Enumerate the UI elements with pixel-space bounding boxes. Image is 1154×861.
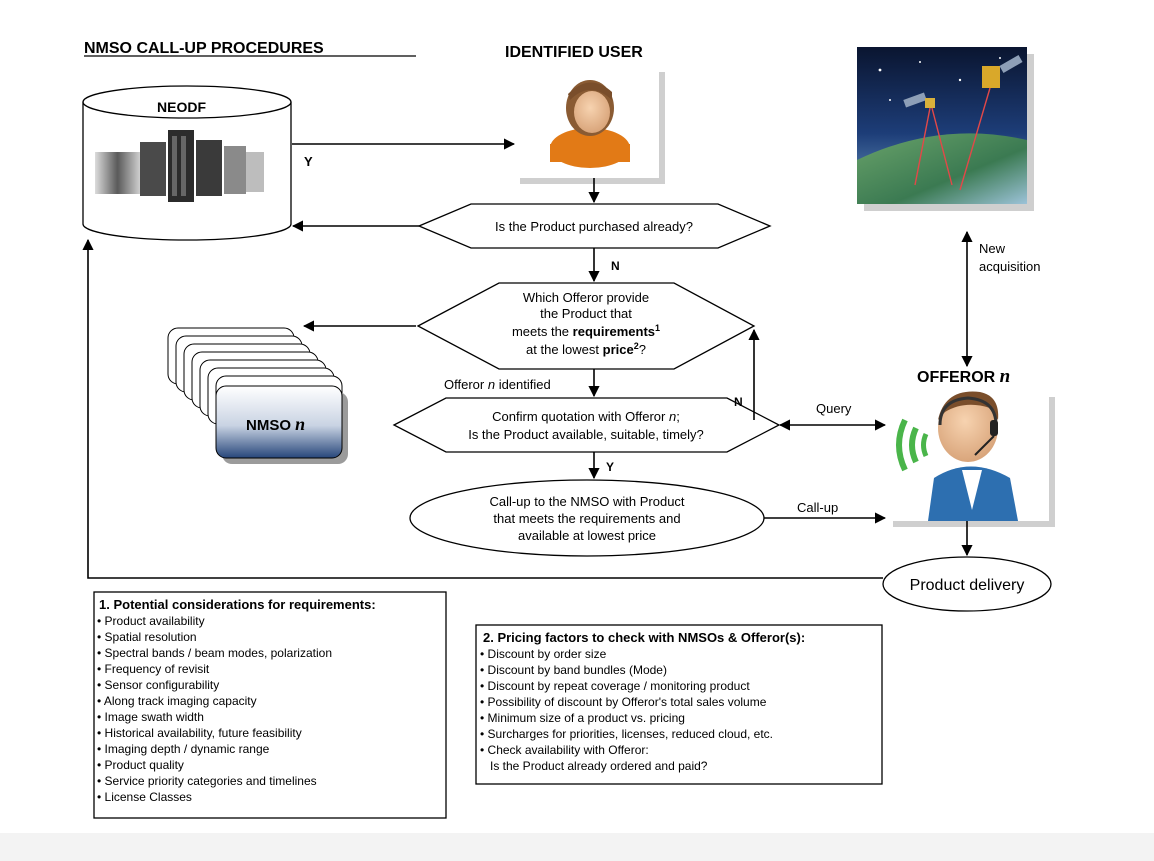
- requirements-item: • Imaging depth / dynamic range: [97, 742, 270, 756]
- requirements-item: • Frequency of revisit: [97, 662, 210, 676]
- requirements-box: [93, 591, 447, 819]
- decision-confirm-l1: Confirm quotation with Offeror n;: [492, 409, 680, 424]
- pricing-item: Is the Product already ordered and paid?: [480, 759, 708, 773]
- pricing-list: • Discount by order size • Discount by b…: [480, 647, 773, 773]
- nmso-stack: NMSO n: [167, 327, 348, 464]
- requirements-item: • Sensor configurability: [97, 678, 219, 692]
- offeror-label: OFFEROR n: [917, 366, 1010, 387]
- satellite-1-icon: [903, 92, 935, 108]
- label-callup: Call-up: [797, 500, 838, 515]
- requirements-item: • Image swath width: [97, 710, 204, 724]
- pricing-item: • Discount by repeat coverage / monitori…: [480, 679, 750, 693]
- decision-which-l2: the Product that: [540, 306, 632, 321]
- label-n-loop: N: [734, 395, 743, 409]
- requirements-item: • Service priority categories and timeli…: [97, 774, 317, 788]
- decision-which-l1: Which Offeror provide: [523, 290, 649, 305]
- nmso-label: NMSO n: [246, 414, 305, 434]
- requirements-heading: 1. Potential considerations for requirem…: [99, 597, 376, 612]
- callup-line-2: that meets the requirements and: [493, 511, 680, 526]
- callup-line-1: Call-up to the NMSO with Product: [489, 494, 684, 509]
- requirements-item: • Along track imaging capacity: [97, 694, 257, 708]
- requirements-item: • Spectral bands / beam modes, polarizat…: [97, 646, 332, 660]
- pricing-item: • Minimum size of a product vs. pricing: [480, 711, 685, 725]
- decision-which-l3: meets the requirements1: [512, 323, 660, 339]
- pricing-box: [475, 624, 883, 785]
- pricing-item: • Check availability with Offeror:: [480, 743, 649, 757]
- satellite-image: [857, 47, 1034, 211]
- requirements-list: • Product availability • Spatial resolut…: [97, 614, 332, 804]
- label-new-acquisition-2: acquisition: [979, 259, 1040, 274]
- callup-line-3: available at lowest price: [518, 528, 656, 543]
- neodf-database: NEODF: [82, 85, 292, 241]
- decision-confirm-l2: Is the Product available, suitable, time…: [468, 427, 704, 442]
- label-y-confirm: Y: [606, 460, 614, 474]
- label-n-first: N: [611, 259, 620, 273]
- product-delivery-label: Product delivery: [910, 577, 1025, 594]
- arrow-delivery-to-neodf: [82, 238, 883, 579]
- label-y-top: Y: [304, 154, 313, 169]
- diagram-canvas: NMSO CALL-UP PROCEDURES NEODF IDENTIFIED…: [0, 0, 1154, 833]
- product-delivery-ellipse: [882, 556, 1052, 612]
- satellite-2-icon: [982, 55, 1023, 88]
- flowchart: NMSO CALL-UP PROCEDURES NEODF IDENTIFIED…: [82, 40, 1055, 819]
- server-equipment-image: [95, 130, 264, 202]
- connectors: [82, 138, 973, 579]
- decision-confirm-quotation: [392, 397, 781, 453]
- pricing-item: • Discount by band bundles (Mode): [480, 663, 667, 677]
- identified-user-label: IDENTIFIED USER: [505, 44, 643, 61]
- decision-which-offeror: [416, 282, 756, 370]
- neodf-label: NEODF: [157, 99, 206, 115]
- label-offeror-identified: Offeror n identified: [444, 377, 551, 392]
- pricing-item: • Surcharges for priorities, licenses, r…: [480, 727, 773, 741]
- page-title: NMSO CALL-UP PROCEDURES: [84, 40, 324, 57]
- identified-user-avatar: [514, 66, 665, 184]
- pricing-item: • Possibility of discount by Offeror's t…: [480, 695, 767, 709]
- decision-purchased: [417, 203, 772, 249]
- requirements-item: • Product availability: [97, 614, 205, 628]
- label-query: Query: [816, 401, 852, 416]
- offeror-avatar: [887, 391, 1055, 527]
- decision-which-l4: at the lowest price2?: [526, 341, 646, 357]
- requirements-item: • License Classes: [97, 790, 192, 804]
- decision-purchased-text: Is the Product purchased already?: [495, 219, 693, 234]
- pricing-heading: 2. Pricing factors to check with NMSOs &…: [483, 630, 805, 645]
- pricing-item: • Discount by order size: [480, 647, 607, 661]
- requirements-item: • Historical availability, future feasib…: [97, 726, 302, 740]
- label-new-acquisition-1: New: [979, 241, 1006, 256]
- requirements-item: • Spatial resolution: [97, 630, 197, 644]
- requirements-item: • Product quality: [97, 758, 184, 772]
